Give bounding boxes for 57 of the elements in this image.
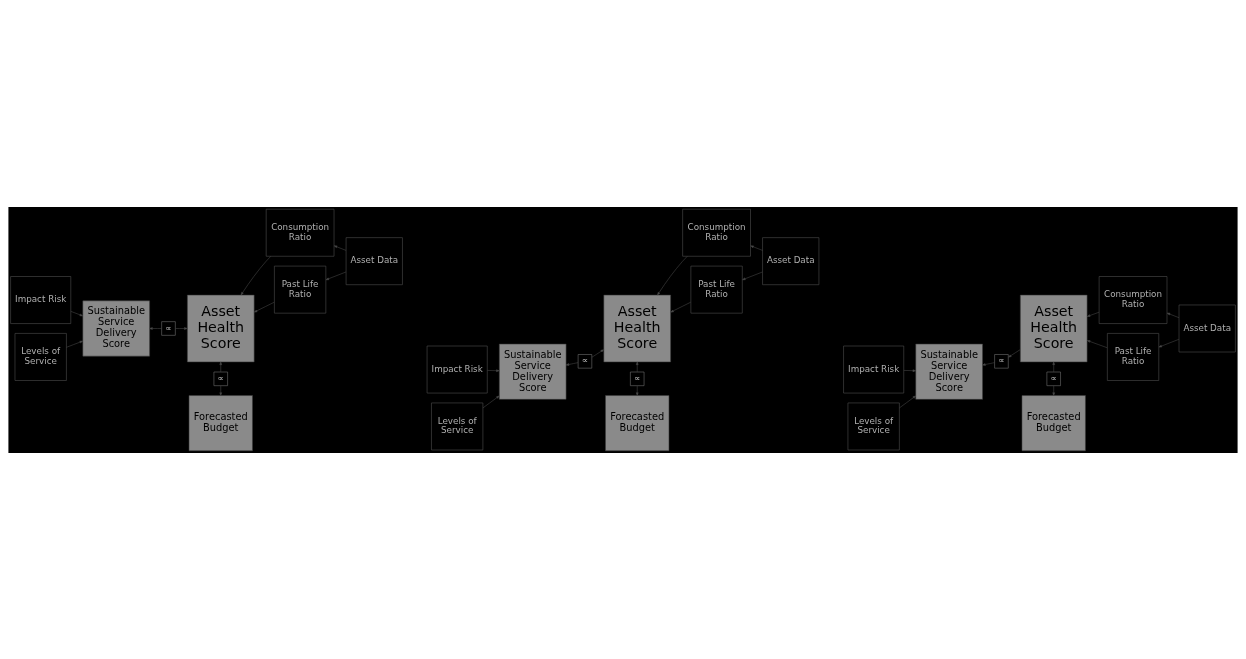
node-box: Sustainable Service Delivery Score (499, 343, 567, 400)
node-box: Asset Data (1178, 304, 1236, 352)
arrow (66, 340, 83, 348)
arrow (333, 245, 347, 251)
node-box: Consumption Ratio (682, 208, 751, 257)
arrow (591, 348, 604, 357)
node-box: Levels of Service (14, 332, 67, 381)
arrow (899, 395, 916, 408)
arrow (240, 255, 272, 295)
node-box: Sustainable Service Delivery Score (915, 343, 983, 400)
arrow (750, 245, 763, 251)
arrow (1052, 361, 1055, 372)
node-box: Consumption Ratio (265, 208, 335, 257)
arrow (1008, 348, 1021, 357)
node-box: ∝ (630, 371, 645, 386)
node-box: Forecasted Budget (605, 394, 670, 451)
arrow (175, 326, 188, 330)
arrow (670, 301, 691, 312)
arrow (1158, 338, 1180, 347)
arrow (325, 271, 347, 280)
arrow (1086, 339, 1108, 348)
arrow (565, 361, 579, 366)
node-box: Past Life Ratio (1107, 332, 1160, 381)
node-box: ∝ (213, 371, 228, 386)
node-box: Levels of Service (431, 402, 484, 450)
arrow (636, 361, 639, 372)
node-box: Asset Health Score (187, 294, 255, 362)
node-box: Impact Risk (426, 345, 488, 393)
node-box: Asset Health Score (1020, 294, 1088, 362)
arrow (487, 368, 500, 372)
arrow (219, 361, 222, 372)
node-box: Forecasted Budget (1021, 394, 1086, 451)
node-box: Impact Risk (843, 345, 905, 393)
node-box: ∝ (1046, 371, 1061, 386)
node-box: Consumption Ratio (1098, 275, 1168, 324)
node-box: ∝ (994, 353, 1009, 368)
arrow (903, 368, 916, 372)
arrow (657, 255, 688, 295)
node-box: ∝ (161, 320, 176, 336)
node-box: ∝ (577, 353, 593, 368)
node-box: Asset Health Score (603, 294, 671, 362)
node-box: Past Life Ratio (690, 265, 743, 313)
node-box: Levels of Service (847, 402, 900, 450)
arrow (482, 395, 500, 408)
node-box: Impact Risk (10, 275, 72, 324)
arrow (742, 271, 763, 280)
node-box: Sustainable Service Delivery Score (82, 300, 150, 356)
arrow (1166, 312, 1180, 318)
node-box: Asset Data (345, 236, 403, 285)
arrow (149, 326, 162, 330)
arrow (1086, 311, 1100, 317)
node-box: Asset Data (762, 236, 820, 285)
arrow (70, 310, 83, 316)
arrow (982, 361, 995, 366)
arrow (254, 301, 275, 312)
node-box: Forecasted Budget (188, 394, 253, 451)
node-box: Past Life Ratio (274, 265, 327, 313)
